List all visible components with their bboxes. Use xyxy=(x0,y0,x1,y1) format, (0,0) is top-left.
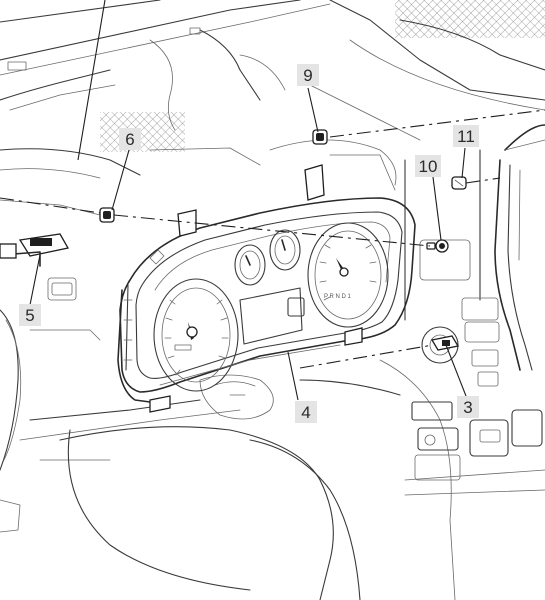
fastener-9-screw xyxy=(312,129,328,145)
callout-10: 10 xyxy=(415,155,441,177)
part-3-connector xyxy=(430,335,460,351)
callout-5: 5 xyxy=(19,304,41,326)
fastener-11-screw xyxy=(451,176,467,190)
callout-4: 4 xyxy=(295,401,317,423)
callout-label: 3 xyxy=(463,398,472,417)
callout-9: 9 xyxy=(297,64,319,86)
fastener-10-bolt xyxy=(426,239,449,253)
callout-label: 5 xyxy=(25,306,34,325)
callout-label: 11 xyxy=(457,127,475,146)
fastener-6-clip xyxy=(99,207,115,223)
callout-3: 3 xyxy=(457,396,479,418)
gear-indicator-text: P R N D 1 xyxy=(324,294,352,300)
callout-11: 11 xyxy=(453,125,479,147)
instrument-cluster: P R N D 1 xyxy=(117,164,416,413)
leader-lines xyxy=(0,0,545,401)
callout-label: 6 xyxy=(125,130,134,149)
callout-label: 9 xyxy=(303,66,312,85)
part-5-connector-bracket xyxy=(0,233,70,267)
callout-label: 10 xyxy=(419,157,438,176)
callout-6: 6 xyxy=(119,128,141,150)
callout-label: 4 xyxy=(301,403,310,422)
